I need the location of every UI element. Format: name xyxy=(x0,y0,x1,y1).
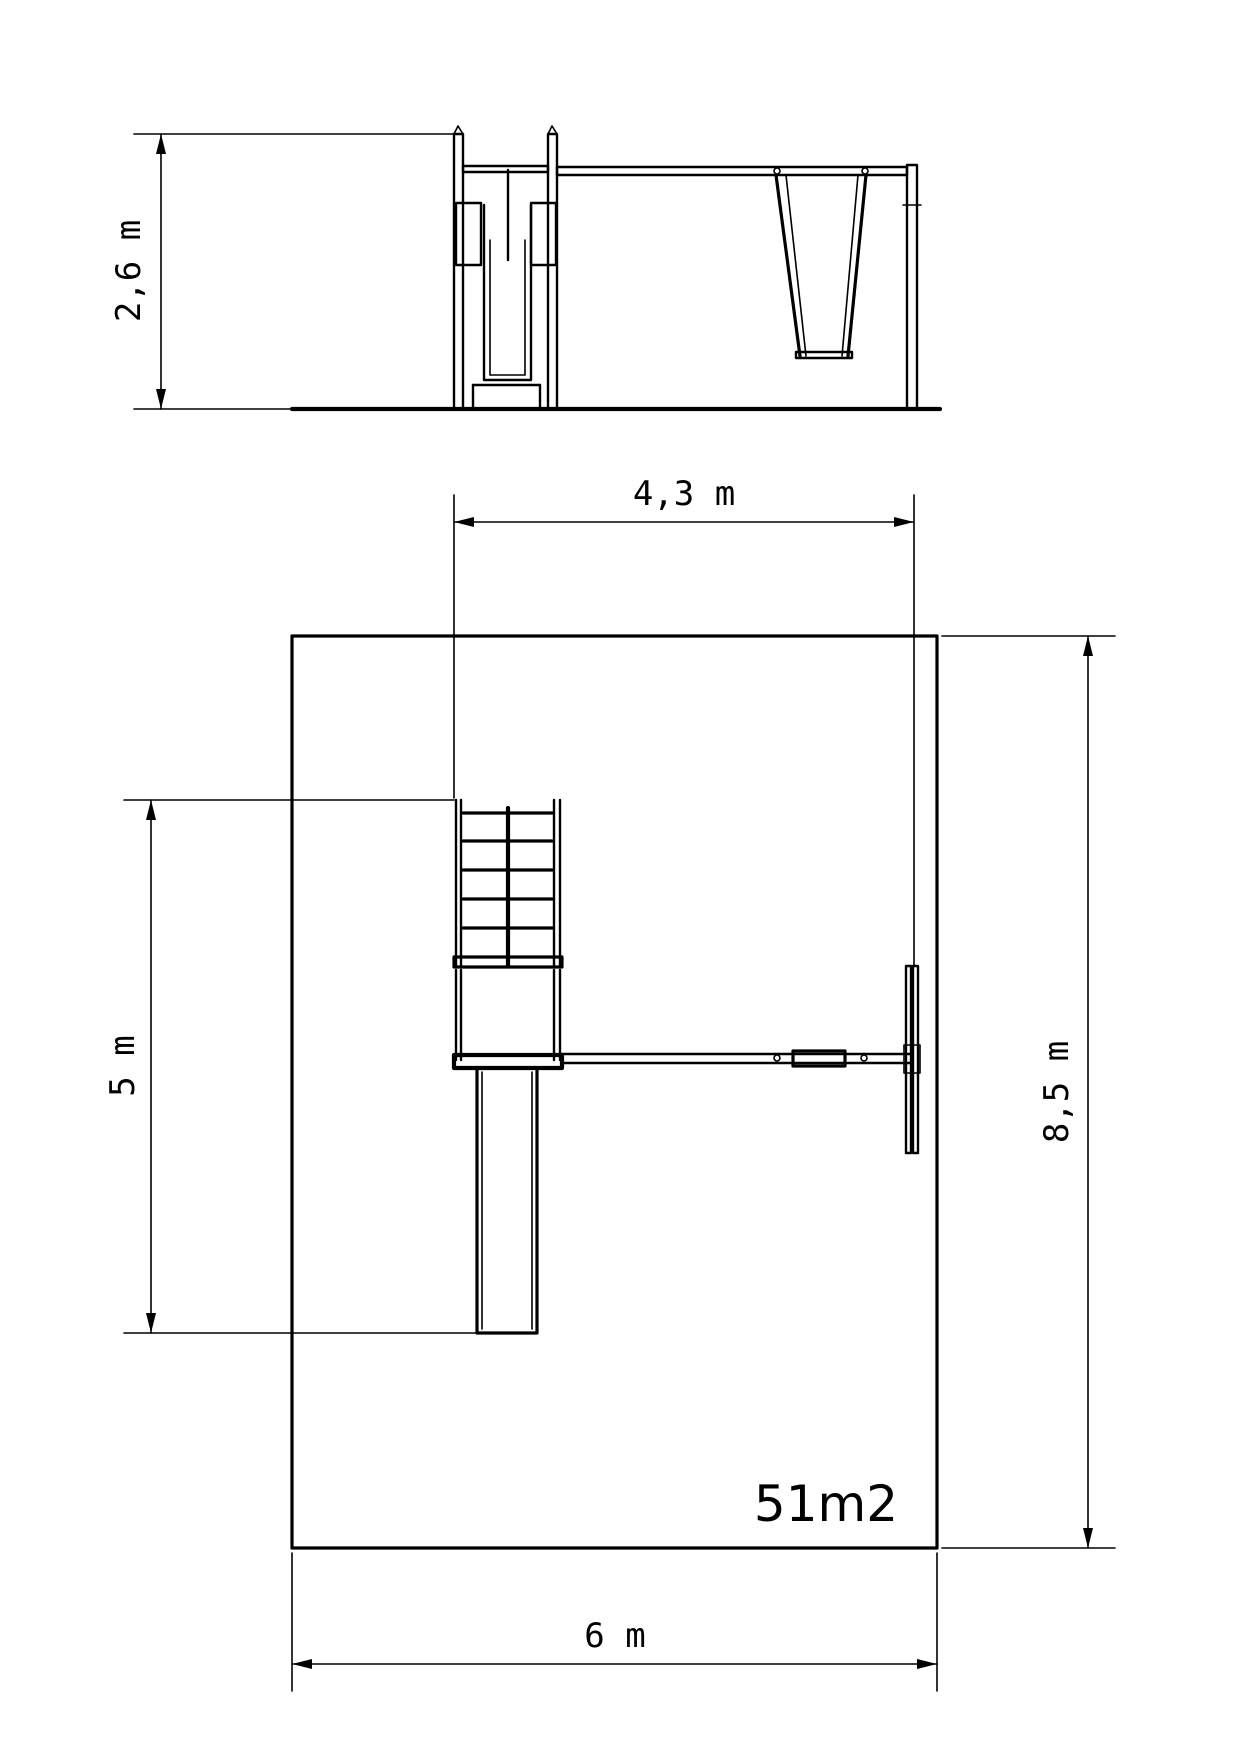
height-dimension-label: 2,6 m xyxy=(109,220,149,322)
plan-view: 4,3 m xyxy=(103,474,1116,1692)
width-top-dimension-label: 4,3 m xyxy=(633,474,735,514)
side-elevation-view: 2,6 m xyxy=(109,125,943,412)
swing-side xyxy=(555,163,922,411)
area-height-dimension: 8,5 m xyxy=(941,635,1116,1549)
height-dimension: 2,6 m xyxy=(109,133,455,410)
area-width-dimension: 6 m xyxy=(291,1552,938,1692)
area-height-dimension-label: 8,5 m xyxy=(1037,1041,1077,1143)
platform xyxy=(451,968,565,1071)
width-top-dimension: 4,3 m xyxy=(453,474,915,966)
tower-side xyxy=(452,125,559,411)
slide xyxy=(475,1066,539,1335)
length-dimension: 5 m xyxy=(103,799,478,1334)
safety-area-outline xyxy=(290,634,939,1550)
area-label: 51m2 xyxy=(754,1475,898,1533)
climbing-ladder xyxy=(452,798,564,969)
length-dimension-label: 5 m xyxy=(103,1035,143,1096)
area-width-dimension-label: 6 m xyxy=(584,1616,645,1656)
swing-beam xyxy=(560,964,921,1155)
